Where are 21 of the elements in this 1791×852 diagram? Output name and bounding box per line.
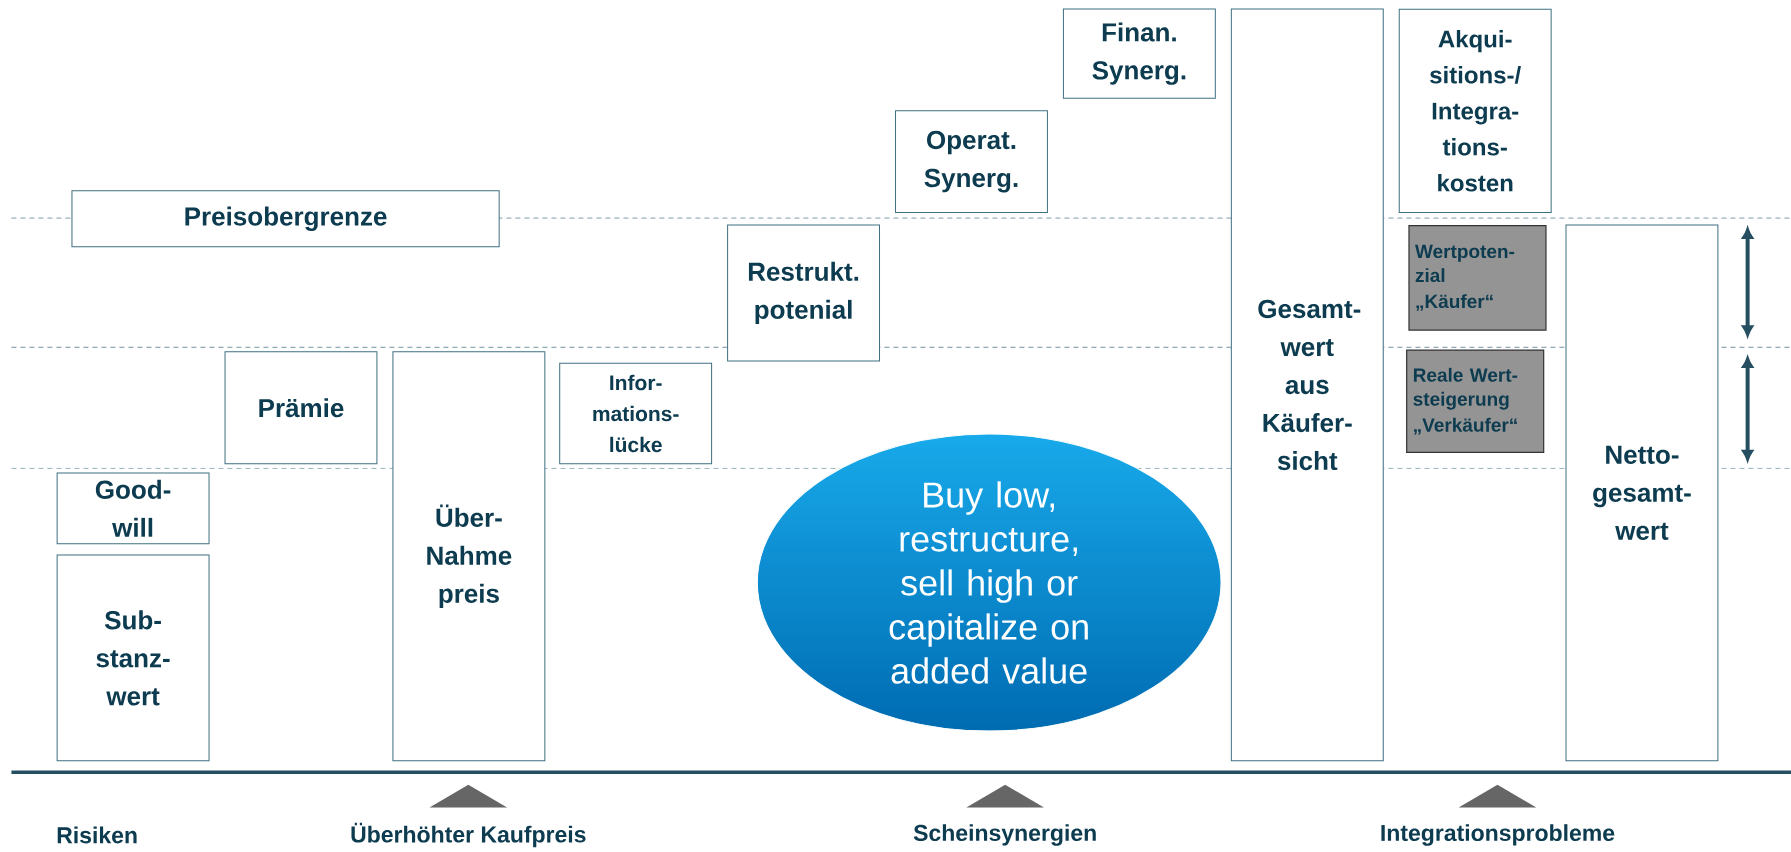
value-box: Akqui- sitions-/ Integra- tions- kosten: [1398, 8, 1552, 213]
risk-label: Risiken: [57, 826, 137, 844]
risk-label: Überhöhter Kaufpreis: [351, 822, 586, 848]
value-box: Preisobergrenze: [71, 190, 500, 248]
pointer-triangle: [429, 784, 508, 808]
pointer-triangle: [966, 784, 1044, 808]
shaded-box: Wertpoten- zial „Käufer“: [1408, 225, 1547, 331]
value-box: Netto- gesamt- wert: [1565, 224, 1719, 762]
value-box: Operat. Synerg.: [895, 110, 1048, 213]
value-box: Über- Nahme preis: [392, 351, 546, 762]
shaded-box: Reale Wert- steigerung „Verkäufer“: [1406, 349, 1545, 453]
risk-label: Scheinsynergien: [913, 824, 1096, 846]
value-box: Gesamt- wert aus Käufer- sicht: [1230, 8, 1384, 762]
value-box: Restrukt. potenial: [727, 224, 880, 362]
pointer-triangle: [1458, 784, 1537, 808]
value-box: Infor- mations- lücke: [559, 362, 713, 465]
value-box: Finan. Synerg.: [1062, 8, 1216, 99]
value-box: Prämie: [224, 351, 378, 465]
value-box: Sub- stanz- wert: [56, 554, 210, 762]
value-box: Good- will: [56, 472, 210, 545]
risk-label: Integrationsprobleme: [1381, 824, 1615, 846]
